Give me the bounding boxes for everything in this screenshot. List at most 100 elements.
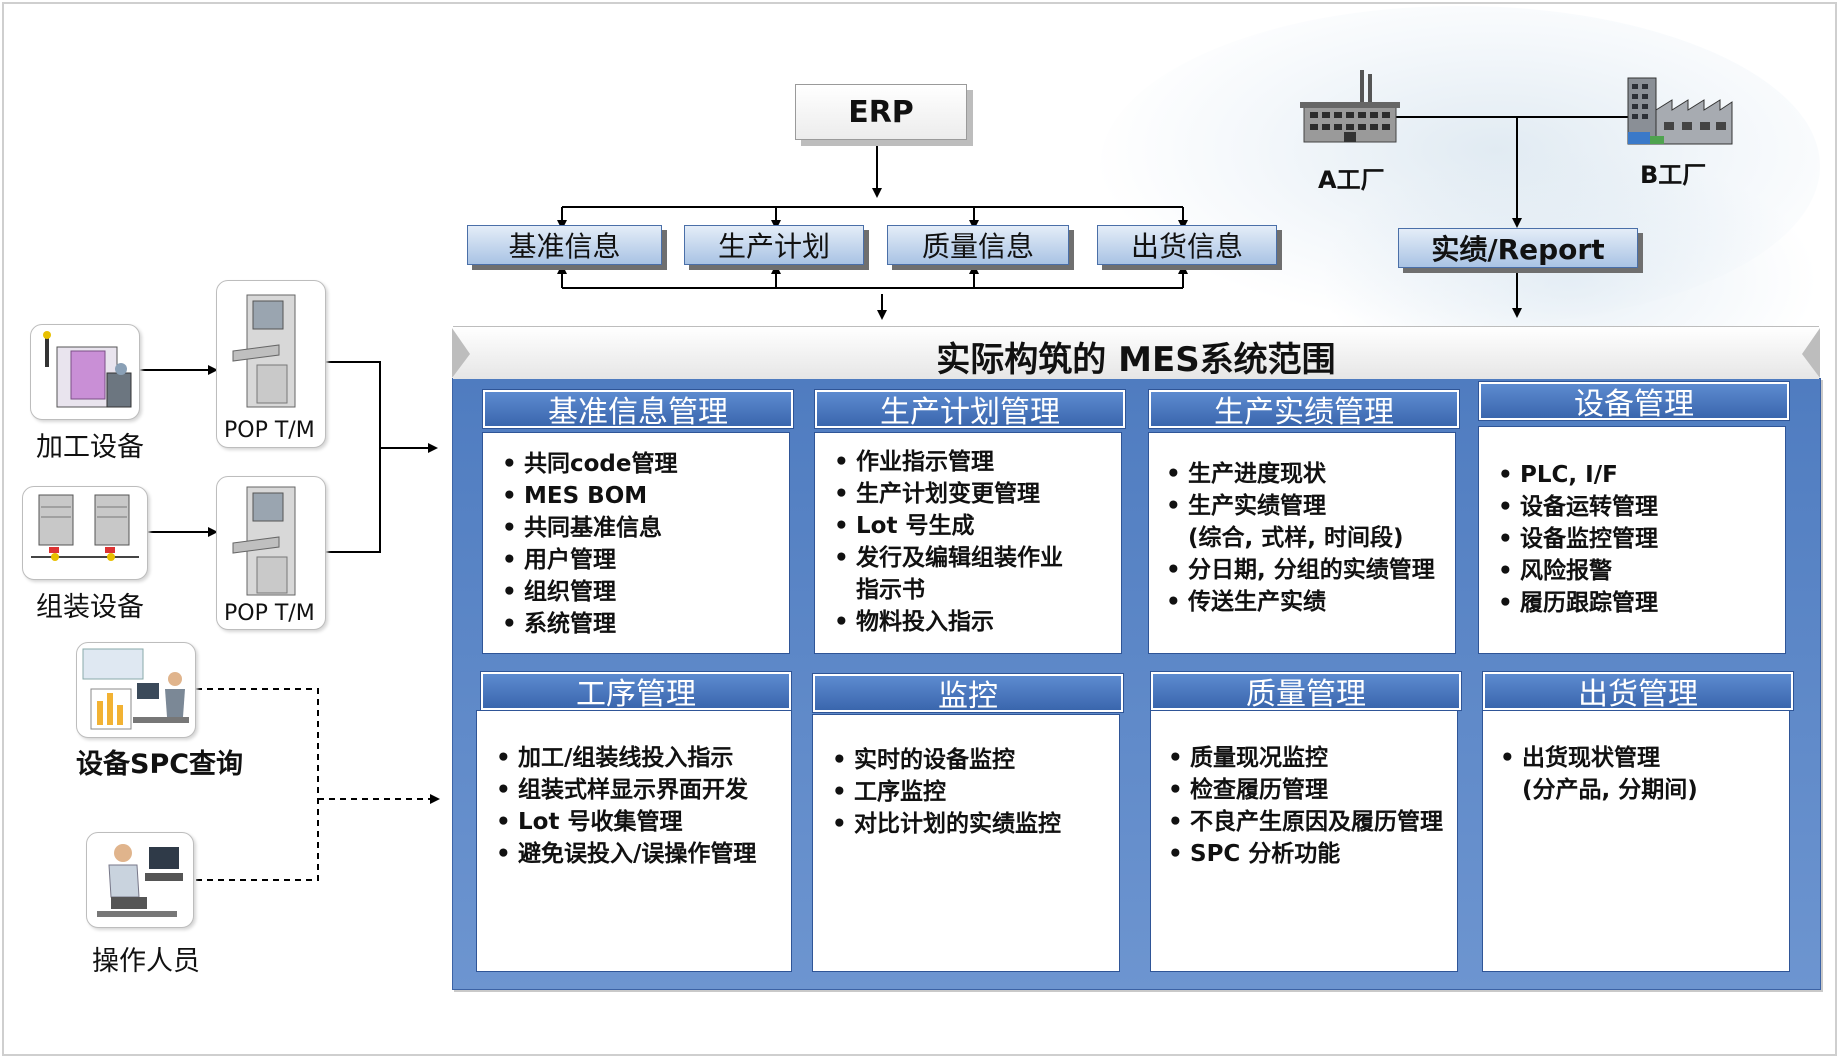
erp-box: ERP <box>795 84 967 140</box>
list-item: •设备监控管理 <box>1498 526 1658 552</box>
operator-label: 操作人员 <box>92 946 200 977</box>
module-title: 监控 <box>938 679 998 714</box>
module-list-equipment: •PLC, I/F •设备运转管理 •设备监控管理 •风险报警 •履历跟踪管理 <box>1498 459 1658 619</box>
list-item-continued: (综合, 式样, 时间段) <box>1188 525 1404 551</box>
module-panel-quality <box>1150 710 1458 972</box>
list-item: •发行及编辑组装作业 <box>834 545 1063 571</box>
report-label: 实绩/Report <box>1431 233 1605 266</box>
module-header-quality: 质量管理 <box>1150 671 1462 712</box>
module-header-monitor: 监控 <box>812 673 1124 714</box>
info-shipping-label: 出货信息 <box>1130 230 1243 263</box>
list-item: •加工/组装线投入指示 <box>496 745 734 771</box>
module-list-quality: •质量现况监控 •检查履历管理 •不良产生原因及履历管理 •SPC 分析功能 <box>1168 742 1443 870</box>
pop-terminal-2-box <box>216 476 326 630</box>
module-title: 基准信息管理 <box>548 395 728 430</box>
list-item-continued: 指示书 <box>856 577 925 603</box>
spc-query-box <box>76 642 196 738</box>
info-plan-box: 生产计划 <box>684 225 864 265</box>
module-title: 生产计划管理 <box>880 395 1060 430</box>
erp-label: ERP <box>848 94 914 130</box>
info-basic-box: 基准信息 <box>467 225 662 265</box>
list-item: •检查履历管理 <box>1168 777 1328 803</box>
module-panel-process <box>476 710 792 972</box>
pop-terminal-icon <box>232 486 296 596</box>
pop-terminal-2-label: POP T/M <box>224 601 315 626</box>
factory-b-icon <box>1627 77 1733 145</box>
module-header-plan: 生产计划管理 <box>814 389 1126 430</box>
factory-a-label: A工厂 <box>1318 166 1385 194</box>
info-basic-label: 基准信息 <box>508 230 621 263</box>
module-list-process: •加工/组装线投入指示 •组装式样显示界面开发 •Lot 号收集管理 •避免误投… <box>496 742 756 870</box>
list-item: •PLC, I/F <box>1498 462 1618 488</box>
info-shipping-box: 出货信息 <box>1097 225 1277 265</box>
list-item: •SPC 分析功能 <box>1168 841 1341 867</box>
list-item: •出货现状管理 <box>1500 745 1660 771</box>
list-item: •作业指示管理 <box>834 449 994 475</box>
module-list-basic: •共同code管理 •MES BOM •共同基准信息 •用户管理 •组织管理 •… <box>502 448 678 640</box>
module-panel-shipping <box>1482 710 1790 972</box>
sky-background <box>1100 6 1820 326</box>
module-header-equipment: 设备管理 <box>1478 381 1790 422</box>
list-item: •MES BOM <box>502 483 648 509</box>
module-header-basic: 基准信息管理 <box>482 389 794 430</box>
module-title: 生产实绩管理 <box>1214 395 1394 430</box>
list-item: •用户管理 <box>502 547 616 573</box>
pop-terminal-1-label: POP T/M <box>224 418 315 443</box>
machining-equipment-box <box>30 324 140 420</box>
pop-bracket-line <box>324 361 381 553</box>
list-item: •避免误投入/误操作管理 <box>496 841 757 867</box>
module-title: 设备管理 <box>1574 387 1694 422</box>
module-panel-equipment <box>1478 426 1786 654</box>
module-panel-monitor <box>812 714 1120 972</box>
module-list-results: •生产进度现状 •生产实绩管理 (综合, 式样, 时间段) •分日期, 分组的实… <box>1166 458 1435 618</box>
list-item: •质量现况监控 <box>1168 745 1328 771</box>
list-item-continued: (分产品, 分期间) <box>1522 777 1698 803</box>
spc-query-label: 设备SPC查询 <box>76 749 244 780</box>
assembly-equipment-box <box>22 486 148 580</box>
list-item: •生产进度现状 <box>1166 461 1326 487</box>
list-item: •Lot 号生成 <box>834 513 975 539</box>
module-list-plan: •作业指示管理 •生产计划变更管理 •Lot 号生成 •发行及编辑组装作业 指示… <box>834 446 1063 638</box>
list-item: •Lot 号收集管理 <box>496 809 683 835</box>
list-item: •分日期, 分组的实绩管理 <box>1166 557 1435 583</box>
machining-equipment-label: 加工设备 <box>36 432 144 463</box>
module-list-shipping: •出货现状管理 (分产品, 分期间) <box>1500 742 1698 806</box>
assembly-equipment-icon <box>31 494 139 561</box>
report-box: 实绩/Report <box>1398 228 1638 268</box>
mes-scope-bevel <box>452 328 1820 378</box>
module-header-results: 生产实绩管理 <box>1148 389 1460 430</box>
operator-box <box>86 832 194 928</box>
spc-query-icon <box>82 648 189 730</box>
list-item: •实时的设备监控 <box>832 747 1015 773</box>
pop-terminal-1-box <box>216 280 326 448</box>
list-item: •对比计划的实绩监控 <box>832 811 1061 837</box>
list-item: •组装式样显示界面开发 <box>496 777 748 803</box>
module-title: 工序管理 <box>576 677 696 712</box>
list-item: •组织管理 <box>502 579 616 605</box>
list-item: •物料投入指示 <box>834 609 994 635</box>
module-title: 出货管理 <box>1578 677 1698 712</box>
module-panel-results <box>1148 432 1456 654</box>
list-item: •生产计划变更管理 <box>834 481 1040 507</box>
info-quality-box: 质量信息 <box>887 225 1069 265</box>
list-item: •生产实绩管理 <box>1166 493 1326 519</box>
list-item: •工序监控 <box>832 779 946 805</box>
info-plan-label: 生产计划 <box>717 230 830 263</box>
module-panel-plan <box>814 432 1122 654</box>
list-item: •设备运转管理 <box>1498 494 1658 520</box>
info-quality-label: 质量信息 <box>921 230 1034 263</box>
factory-b-label: B工厂 <box>1640 161 1707 189</box>
factory-a-icon <box>1300 70 1400 143</box>
mes-scope-header <box>453 326 1819 379</box>
machining-equipment-icon <box>43 331 132 408</box>
pop-terminal-icon <box>232 294 296 408</box>
module-header-process: 工序管理 <box>480 671 792 712</box>
list-item: •共同code管理 <box>502 451 678 477</box>
list-item: •系统管理 <box>502 611 616 637</box>
list-item: •传送生产实绩 <box>1166 589 1326 615</box>
assembly-equipment-label: 组装设备 <box>36 592 144 623</box>
module-list-monitor: •实时的设备监控 •工序监控 •对比计划的实绩监控 <box>832 744 1061 840</box>
